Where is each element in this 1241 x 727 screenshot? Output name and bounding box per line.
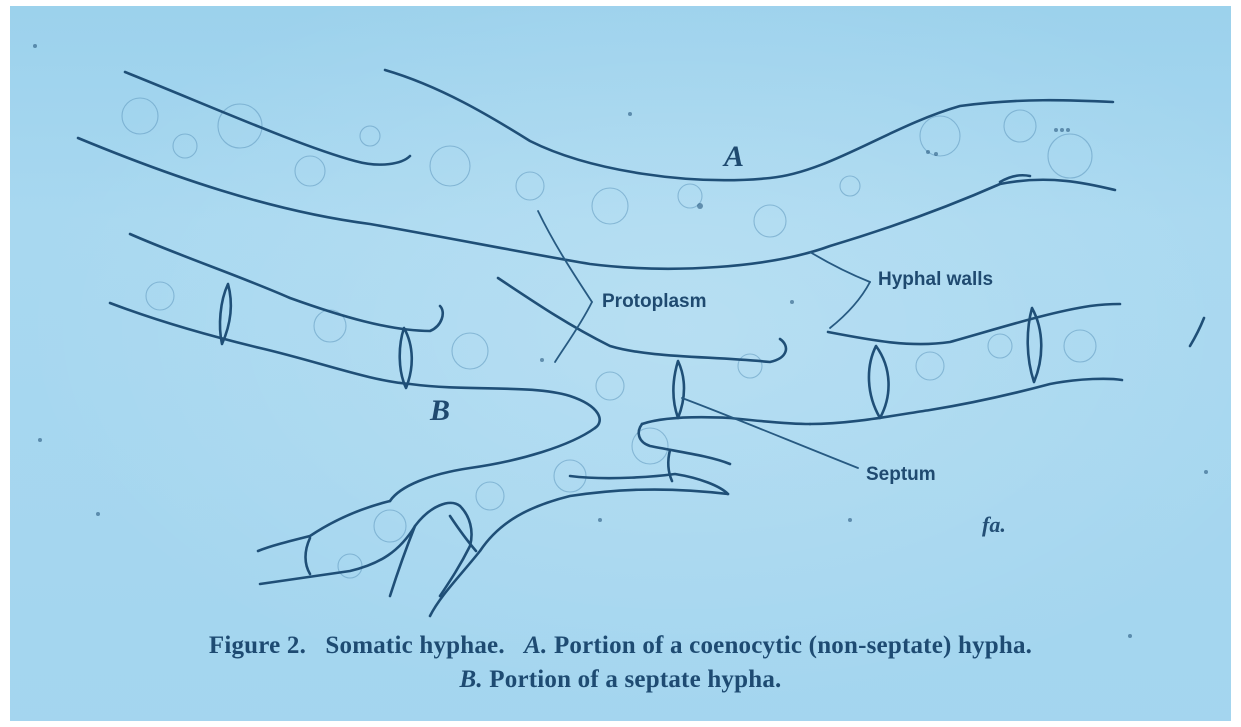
caption-letter-b: B.: [460, 666, 483, 693]
hypha-b-center: [390, 278, 810, 501]
hypha-a: [78, 70, 1115, 269]
specks: [33, 44, 1208, 638]
caption-letter-a: A.: [524, 632, 547, 659]
caption-text-a: Portion of a coenocytic (non-septate) hy…: [554, 632, 1032, 659]
caption-text-b: Portion of a septate hypha.: [489, 666, 781, 693]
figure-caption-line1: Figure 2. Somatic hyphae. A. Portion of …: [10, 632, 1231, 660]
label-septum: Septum: [866, 464, 936, 486]
figure-caption-line2: B. Portion of a septate hypha.: [10, 666, 1231, 694]
caption-figure-number: Figure 2.: [209, 632, 306, 659]
label-a: A: [724, 140, 744, 174]
artist-signature: fa.: [982, 512, 1006, 538]
hypha-b-left: [110, 234, 600, 428]
caption-title: Somatic hyphae.: [325, 632, 504, 659]
diagram-slide: A B Protoplasm Hyphal walls Septum fa. F…: [10, 6, 1231, 721]
label-b: B: [430, 394, 450, 428]
hyphae-diagram: [10, 6, 1231, 721]
hypha-b-right: [810, 304, 1204, 424]
label-hyphal-walls: Hyphal walls: [878, 269, 993, 291]
hypha-b-lower: [258, 490, 728, 616]
protoplasm-texture: [122, 98, 1096, 578]
label-protoplasm: Protoplasm: [602, 291, 707, 313]
